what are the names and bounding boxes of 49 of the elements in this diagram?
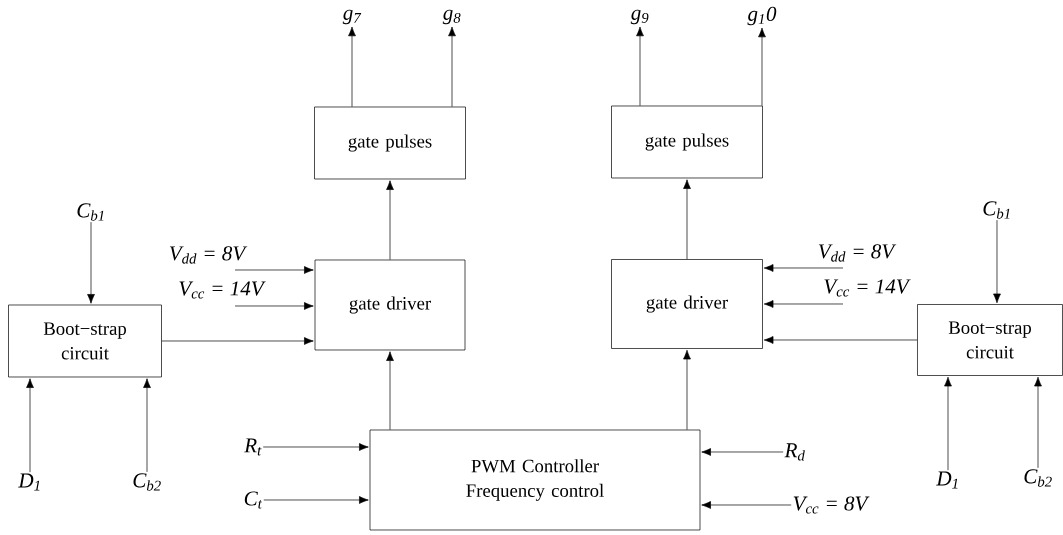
- signal-label: C$_{b2}$: [1024, 469, 1052, 487]
- arrow: [758, 27, 766, 106]
- signal-label: R$_{t}$: [244, 438, 262, 456]
- arrow: [993, 219, 1001, 304]
- signal-label: g$_{7}$: [342, 9, 362, 25]
- arrow: [262, 443, 369, 451]
- arrow: [234, 266, 314, 274]
- signal-label: C$_{b1}$: [77, 203, 104, 221]
- signal-label: C$_{b1}$: [983, 201, 1010, 219]
- signal-label: V$_{cc}$ = 14V: [824, 279, 911, 297]
- arrow: [763, 300, 844, 308]
- arrow: [263, 496, 369, 504]
- signal-label: D$_{1}$: [18, 473, 40, 491]
- arrow: [763, 336, 918, 344]
- arrow: [944, 376, 952, 471]
- process-box: gate driver: [611, 259, 763, 349]
- process-box: gate pulses: [314, 106, 466, 180]
- arrow: [763, 264, 844, 272]
- arrow: [448, 26, 456, 107]
- arrow: [701, 501, 792, 509]
- signal-label: R$_{d}$: [784, 443, 805, 461]
- process-box: gate driver: [314, 259, 466, 351]
- signal-label: g$_{1}$0: [747, 6, 777, 26]
- arrow: [26, 378, 34, 473]
- arrow: [348, 26, 356, 107]
- process-box: gate pulses: [611, 105, 763, 179]
- signal-label: V$_{dd}$ = 8V: [169, 246, 248, 264]
- arrow: [386, 180, 394, 260]
- arrow: [1034, 376, 1042, 469]
- signal-label: C$_{b2}$: [133, 473, 161, 491]
- process-box: Boot−strap circuit: [917, 304, 1063, 376]
- arrow: [234, 302, 314, 310]
- signal-label: D$_{1}$: [936, 471, 958, 489]
- signal-label: C$_{t}$: [244, 491, 263, 509]
- arrow: [87, 221, 95, 304]
- arrow: [161, 337, 314, 345]
- signal-label: V$_{dd}$ = 8V: [818, 244, 897, 262]
- arrow: [701, 448, 784, 456]
- signal-label: V$_{cc}$ = 14V: [179, 281, 266, 299]
- arrow: [683, 179, 691, 260]
- process-box: Boot−strap circuit: [8, 304, 162, 378]
- arrow: [636, 26, 644, 106]
- arrow: [683, 349, 691, 430]
- arrow: [143, 378, 151, 473]
- signal-label: g$_{9}$: [630, 9, 649, 25]
- process-box: PWM Controller Frequency control: [369, 429, 701, 531]
- signal-label: V$_{cc}$ = 8V: [793, 496, 870, 514]
- signal-label: g$_{8}$: [442, 9, 461, 25]
- arrow: [386, 351, 394, 430]
